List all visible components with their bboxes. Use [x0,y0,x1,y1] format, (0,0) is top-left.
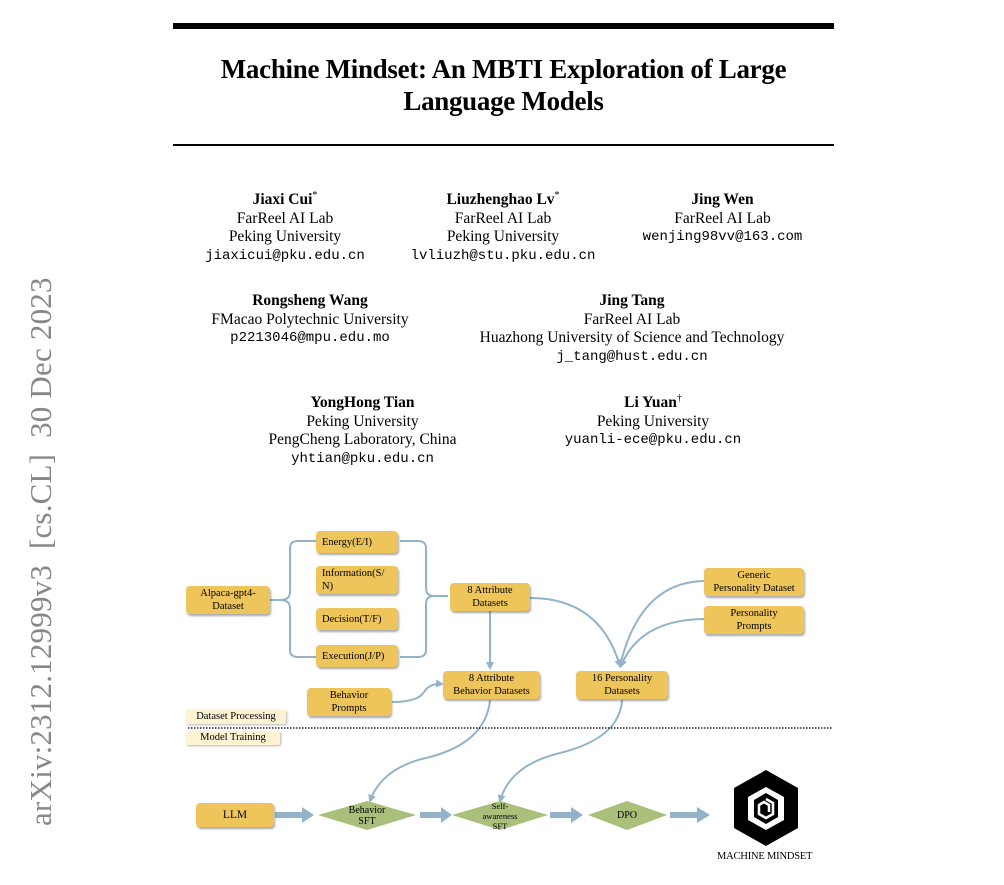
author-affiliation: Peking University [596,412,710,430]
title-rule-top [173,23,834,29]
connector-right-bracket [400,540,448,597]
author-affiliation: FMacao Polytechnic University [211,310,409,328]
author-affiliation: FarReel AI Lab [674,209,771,227]
diamond-dpo [588,801,667,830]
diamond-self-sft [452,801,548,830]
hexagon-spiral-logo [734,770,798,846]
author-email[interactable]: lvliuzh@stu.pku.edu.cn [410,247,596,264]
figure-connectors [188,540,832,846]
title-rule-bottom [173,144,834,146]
logo-caption: MACHINE MINDSET [717,851,813,862]
author-block: Rongsheng Wang FMacao Polytechnic Univer… [195,292,425,348]
connector-alpaca-bracket-low [279,599,316,658]
author-affiliation: Peking University [446,228,560,245]
author-block: Liuzhenghao Lv* FarReel AI Lab Peking Un… [398,191,608,265]
author-block: YongHong Tian Peking University PengChen… [250,394,475,468]
author-affiliation: FarReel AI Lab [236,209,334,227]
author-name: Jiaxi Cui* [252,190,318,209]
author-name: Rongsheng Wang [252,292,368,309]
connector-attr-to-16p [529,597,623,668]
connector-right-bracket-low [400,595,435,658]
author-block: Jing Wen FarReel AI Lab wenjing98vv@163.… [625,191,820,247]
author-affiliation: Peking University [306,412,419,430]
arxiv-stamp[interactable]: arXiv:2312.12999v3 [cs.CL] 30 Dec 2023 [23,277,58,826]
author-affiliation: FarReel AI Lab [583,310,681,328]
connector-bprompts [391,679,444,703]
connector-to-ssft [497,699,623,803]
author-email[interactable]: j_tang@hust.edu.cn [556,348,708,365]
pipeline-figure: Alpaca-gpt4-Dataset Energy(E/I) Informat… [180,520,840,880]
node-alpaca-dataset: Alpaca-gpt4-Dataset [186,586,270,614]
author-name: Jing Tang [599,292,665,309]
author-name: YongHong Tian [310,394,415,411]
phase-label-training: Model Training [186,731,280,745]
node-llm: LLM [196,803,274,827]
connector-pprompts-to-16p [619,618,707,668]
author-email[interactable]: p2213046@mpu.edu.mo [230,330,390,346]
author-block: Li Yuan† Peking University yuanli-ece@pk… [553,394,753,450]
author-block: Jing Tang FarReel AI Lab Huazhong Univer… [462,292,802,366]
author-name: Li Yuan† [624,393,682,412]
paper-title: Machine Mindset: An MBTI Exploration of … [173,53,834,117]
title-line-2: Language Models [403,86,604,116]
author-affiliation: PengCheng Laboratory, China [268,431,457,448]
phase-label-processing: Dataset Processing [186,710,286,724]
connector-to-bsft [368,699,491,803]
connector-generic-to-16p [617,580,707,668]
title-line-1: Machine Mindset: An MBTI Exploration of … [220,54,787,84]
node-execution: Execution(J/P) [316,645,398,667]
author-email[interactable]: yhtian@pku.edu.cn [291,450,434,467]
label-dpo: DPO [616,810,637,821]
author-affiliation: Peking University [228,228,342,245]
author-affiliation: Huazhong University of Science and Techn… [479,329,785,346]
node-energy: Energy(E/I) [316,531,398,553]
diamond-behavior-sft [318,801,416,830]
author-affiliation: FarReel AI Lab [454,209,552,227]
author-name: Liuzhenghao Lv* [446,190,560,209]
node-information: Information(S/N) [316,566,398,594]
author-email[interactable]: yuanli-ece@pku.edu.cn [564,432,742,448]
author-block: Jiaxi Cui* FarReel AI Lab Peking Univers… [185,191,385,265]
author-email[interactable]: jiaxicui@pku.edu.cn [205,247,365,264]
author-email[interactable]: wenjing98vv@163.com [642,229,803,245]
author-name: Jing Wen [691,191,754,208]
connector-alpaca-bracket [270,540,316,601]
node-decision: Decision(T/F) [316,608,398,630]
